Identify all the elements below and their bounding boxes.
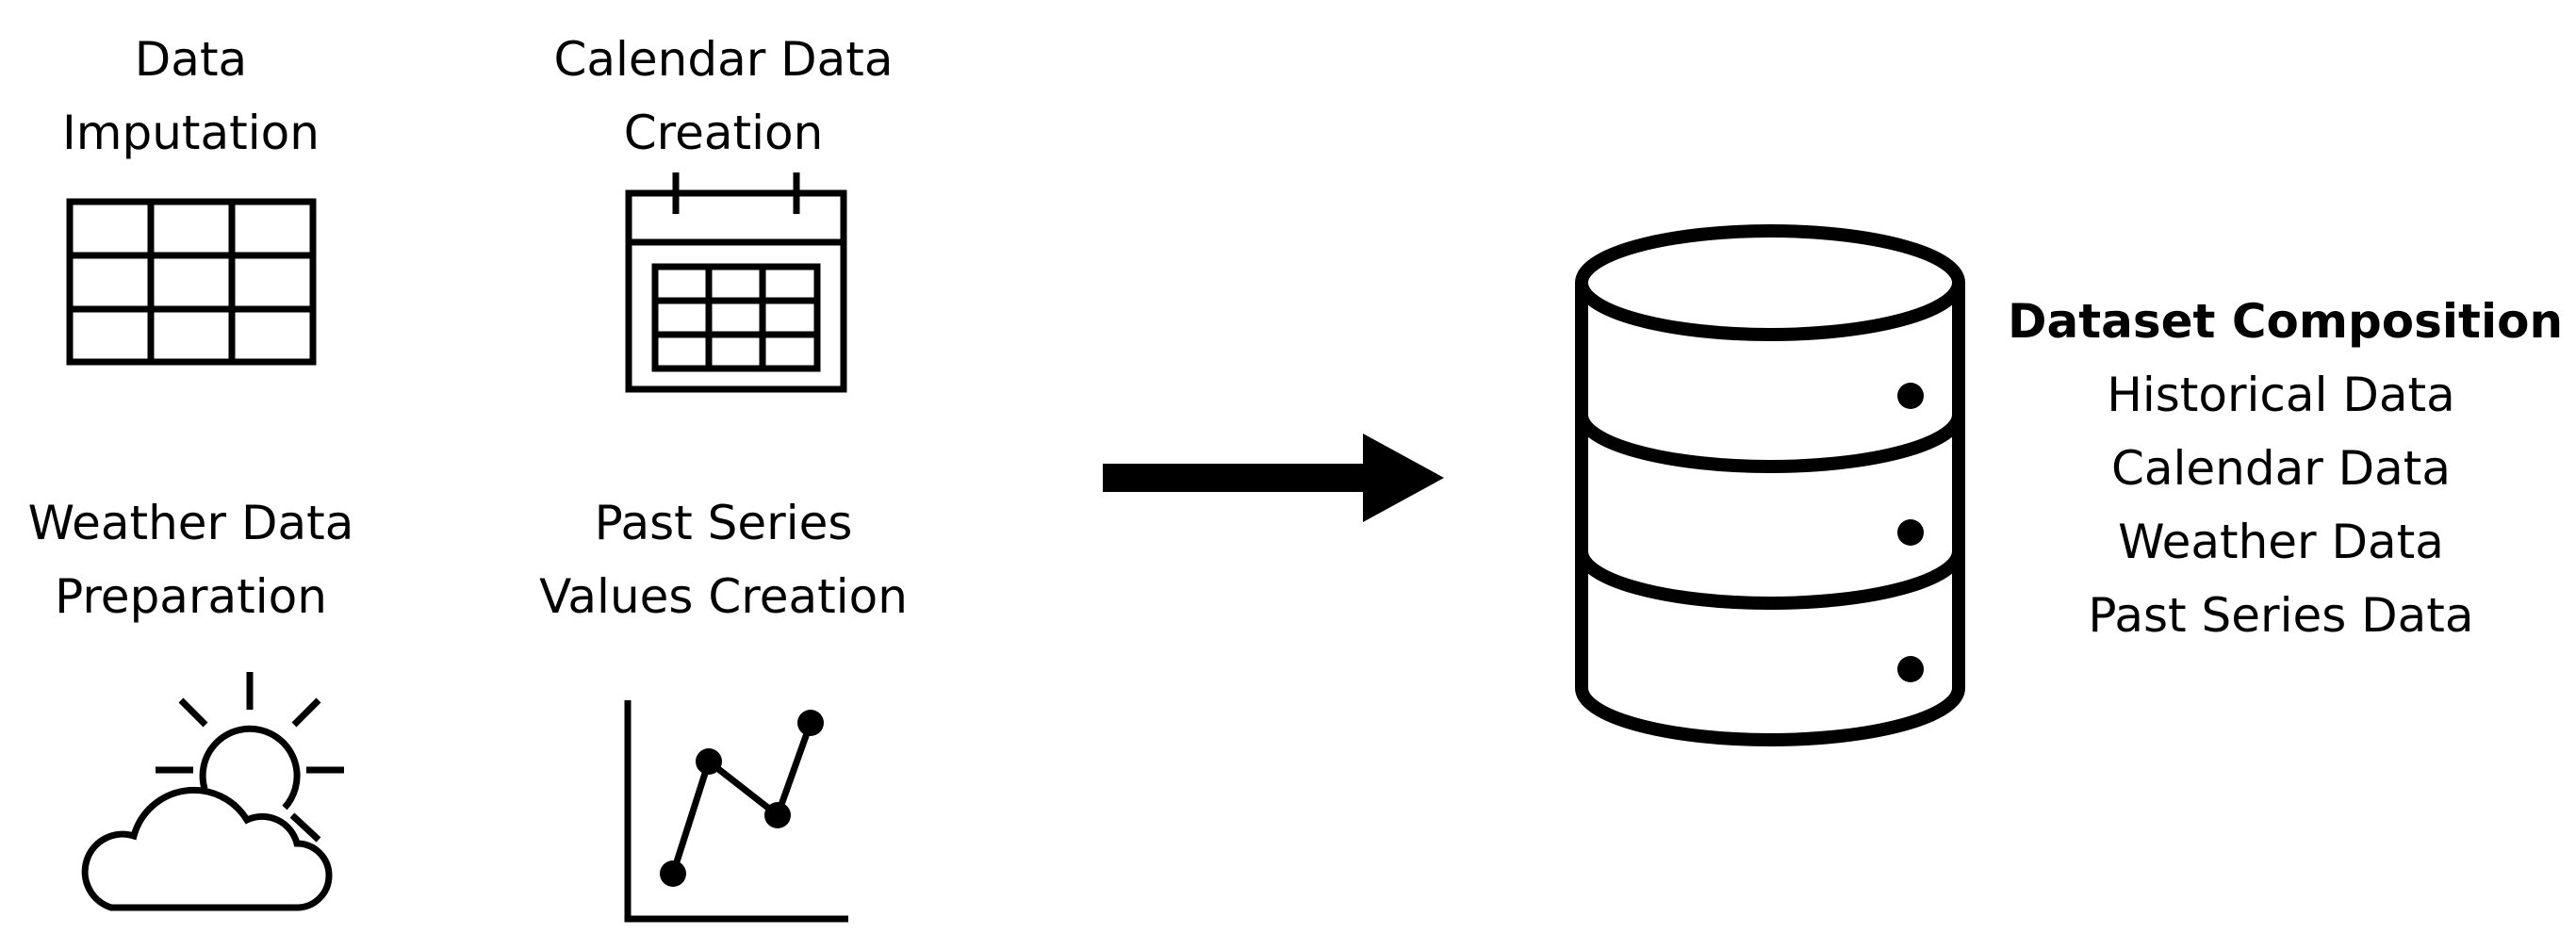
step-label-calendar-creation: Calendar Data Creation (542, 23, 905, 170)
step-label-line1: Past Series (594, 496, 853, 550)
line-chart-icon (624, 700, 848, 923)
composition-title: Dataset Composition (2008, 294, 2564, 349)
step-label-data-imputation: Data Imputation (28, 23, 353, 170)
dataset-composition-list: Dataset Composition Historical Data Cale… (2008, 285, 2564, 652)
step-label-line2: Values Creation (539, 569, 908, 624)
composition-item: Weather Data (2118, 515, 2444, 569)
step-label-line2: Preparation (55, 569, 327, 624)
step-label-line1: Calendar Data (553, 32, 894, 87)
database-icon (1575, 224, 1965, 746)
right-arrow-icon (1103, 434, 1444, 522)
step-label-line1: Weather Data (27, 496, 354, 550)
calendar-icon (625, 172, 847, 393)
step-label-line1: Data (134, 32, 248, 87)
composition-item: Historical Data (2107, 368, 2455, 422)
step-label-weather-preparation: Weather Data Preparation (0, 486, 382, 633)
table-grid-icon (66, 198, 317, 366)
step-label-past-series: Past Series Values Creation (523, 486, 924, 633)
step-label-line2: Creation (623, 106, 824, 160)
composition-item: Past Series Data (2088, 588, 2474, 643)
composition-item: Calendar Data (2110, 441, 2452, 496)
step-label-line2: Imputation (62, 106, 320, 160)
sun-cloud-icon (81, 672, 344, 911)
